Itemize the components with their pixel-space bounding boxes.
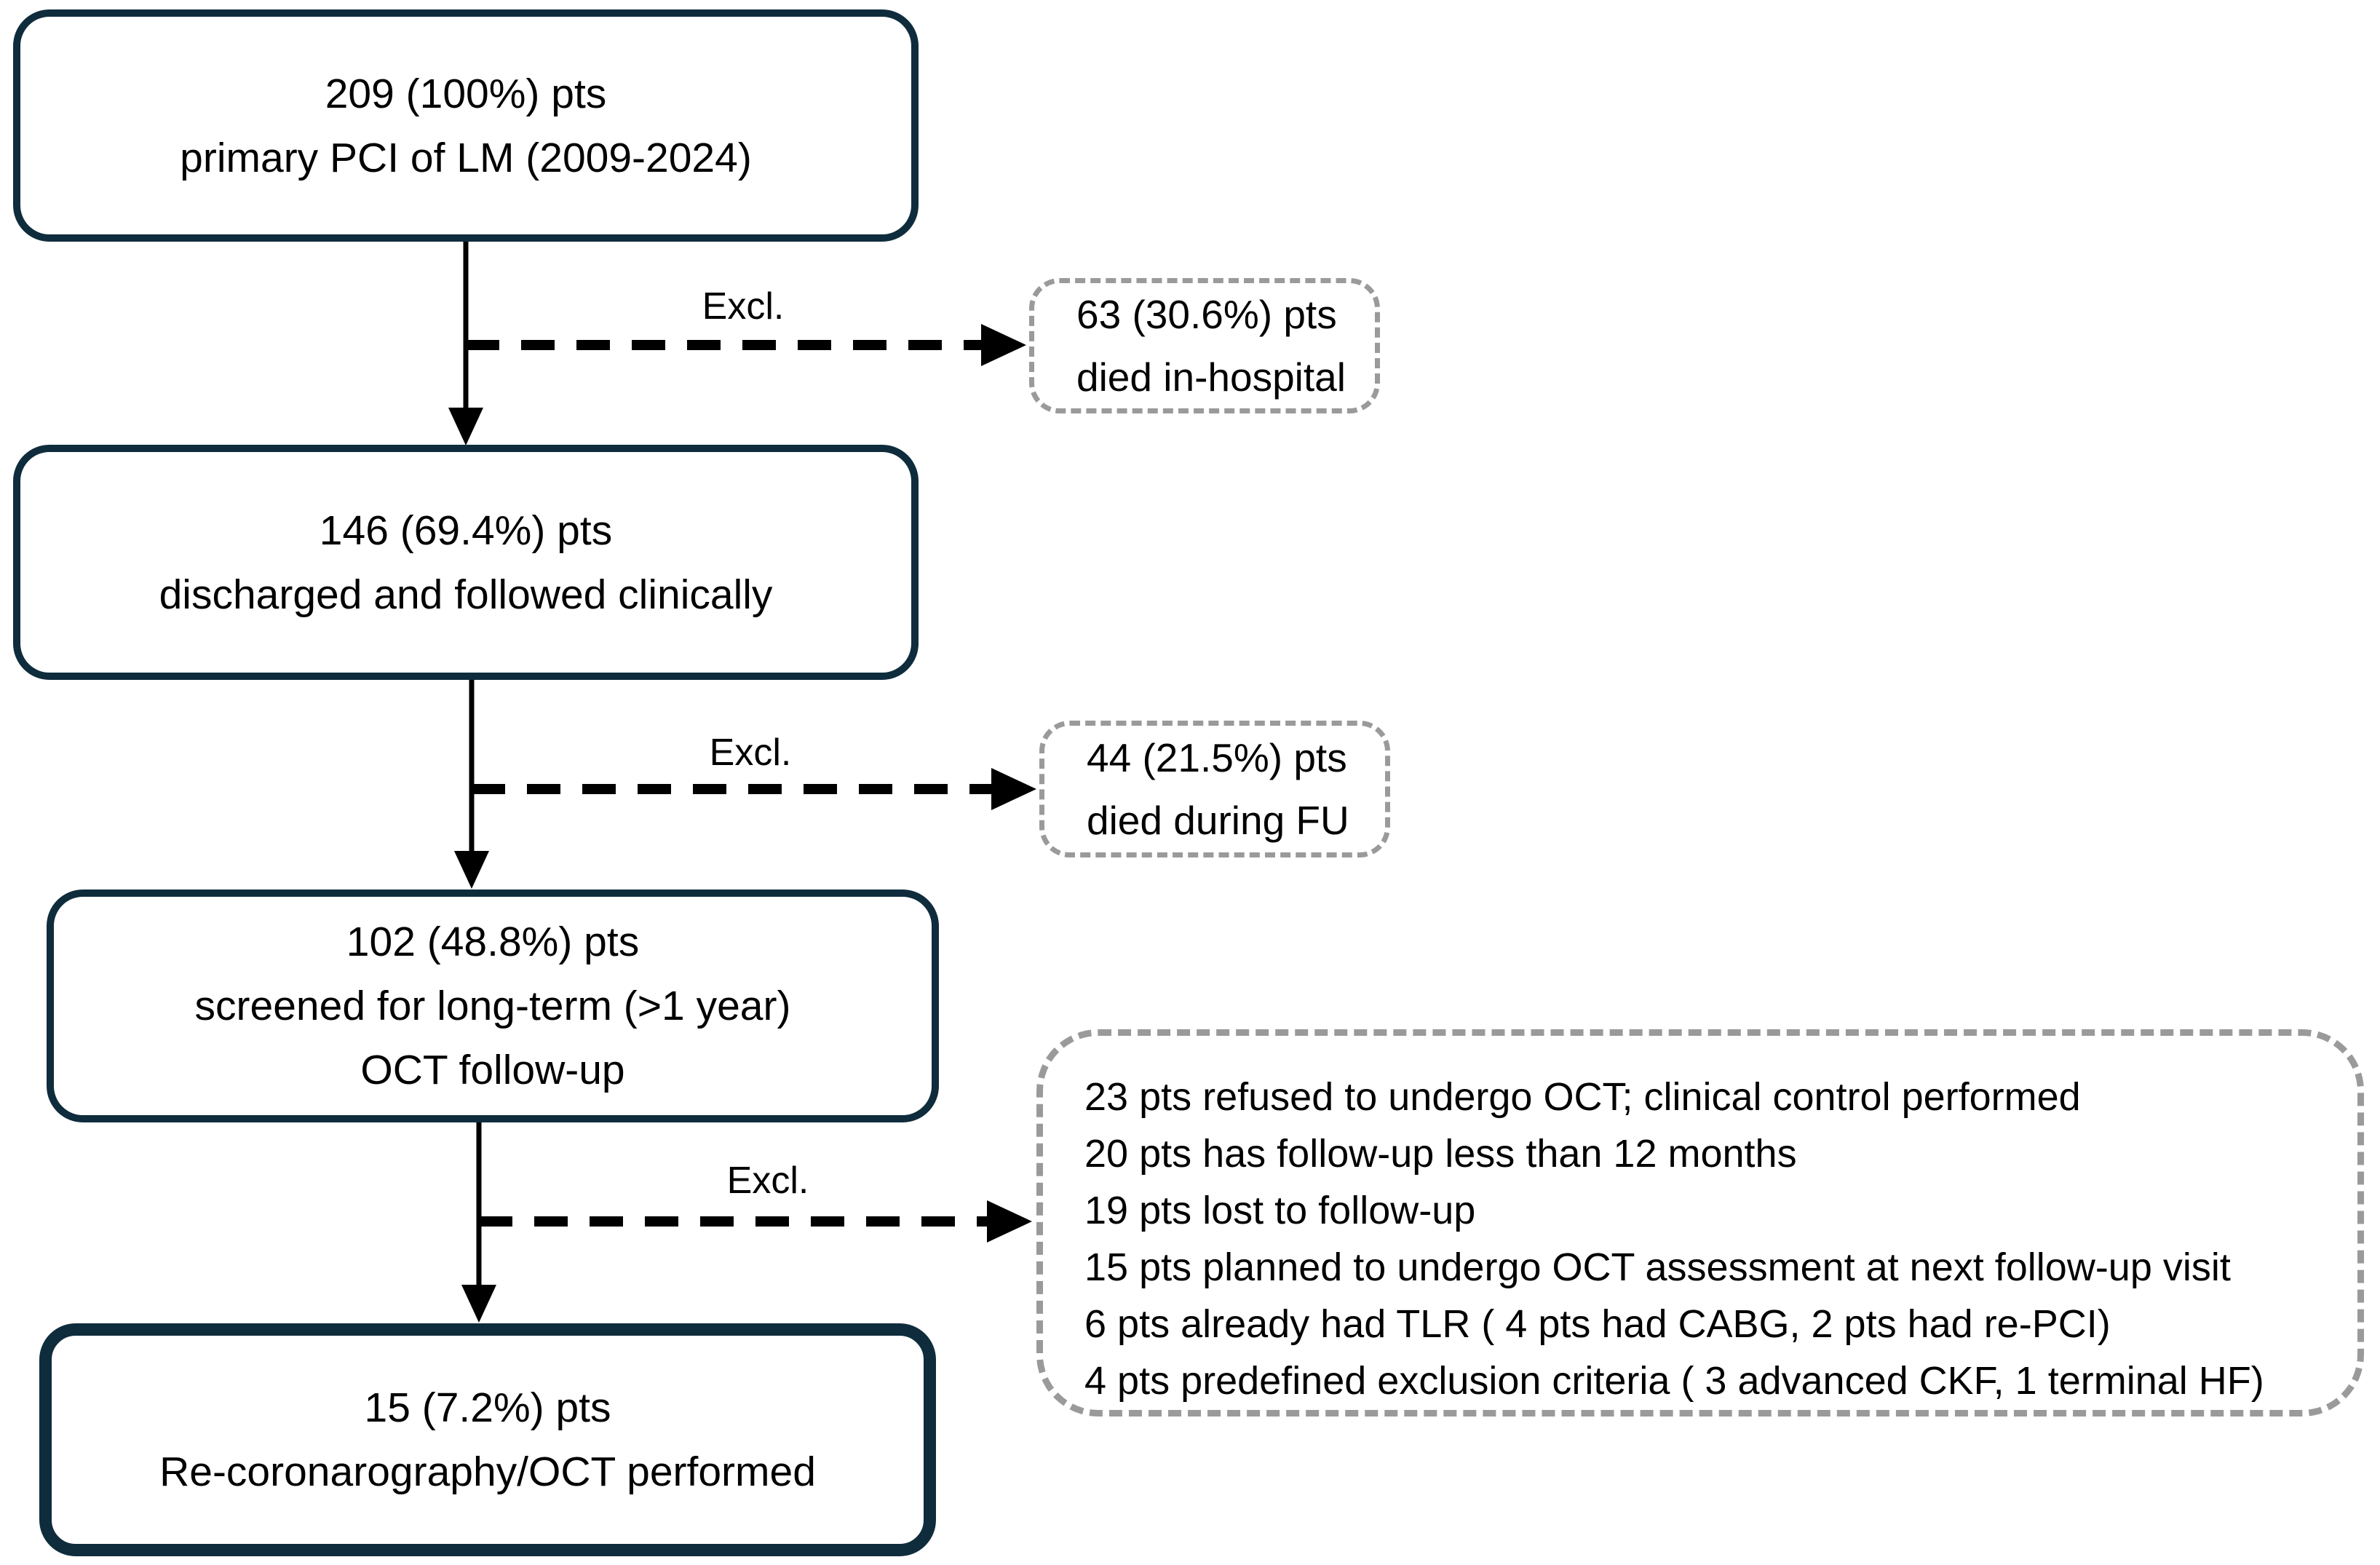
dashed-arrow-2-head: [991, 768, 1036, 810]
exclusion-box-text: died in-hospital: [1076, 354, 1346, 400]
flow-box-text: screened for long-term (>1 year): [194, 983, 791, 1029]
flow-box-total-patients: 209 (100%) pts primary PCI of LM (2009-2…: [13, 9, 919, 242]
exclusion-box-text: 20 pts has follow-up less than 12 months: [1084, 1132, 1797, 1176]
dashed-arrow-exclusion-2: [472, 768, 1036, 810]
exclusion-box-text: 63 (30.6%) pts: [1076, 292, 1337, 337]
flow-box-text: 102 (48.8%) pts: [346, 919, 640, 965]
exclusion-box-died-during-fu: 44 (21.5%) pts died during FU: [1039, 721, 1390, 857]
dashed-arrow-3-head: [987, 1200, 1032, 1243]
exclusion-label-1: Excl.: [702, 285, 785, 328]
exclusion-box-text: 44 (21.5%) pts: [1087, 735, 1347, 780]
flow-box-text: OCT follow-up: [360, 1047, 625, 1093]
exclusion-box-text: 15 pts planned to undergo OCT assessment…: [1084, 1245, 2231, 1289]
arrow-down-1: [448, 241, 483, 445]
exclusion-label-3: Excl.: [726, 1160, 809, 1202]
arrow-down-1-head: [448, 408, 483, 445]
flow-box-discharged: 146 (69.4%) pts discharged and followed …: [13, 445, 919, 680]
arrow-down-3: [461, 1122, 496, 1323]
flow-box-recoronarography-oct: 15 (7.2%) pts Re-coronarography/OCT perf…: [39, 1323, 936, 1556]
arrow-down-3-head: [461, 1285, 496, 1323]
exclusion-box-text: 4 pts predefined exclusion criteria ( 3 …: [1084, 1359, 2264, 1403]
flow-box-text: primary PCI of LM (2009-2024): [180, 134, 752, 181]
dashed-arrow-exclusion-1: [466, 324, 1026, 366]
flow-box-text: Re-coronarography/OCT performed: [159, 1449, 816, 1495]
arrow-down-2-head: [454, 851, 489, 889]
exclusion-box-died-in-hospital: 63 (30.6%) pts died in-hospital: [1029, 278, 1380, 413]
exclusion-box-text: 23 pts refused to undergo OCT; clinical …: [1084, 1075, 2081, 1119]
exclusion-box-text: died during FU: [1087, 798, 1349, 843]
exclusion-label-2: Excl.: [709, 732, 792, 774]
dashed-arrow-1-head: [981, 324, 1026, 366]
flow-box-text: 209 (100%) pts: [325, 70, 607, 117]
arrow-down-2: [454, 679, 489, 889]
dashed-arrow-exclusion-3: [479, 1200, 1032, 1243]
flow-box-text: 15 (7.2%) pts: [364, 1384, 611, 1431]
flow-box-text: discharged and followed clinically: [159, 571, 773, 618]
exclusion-box-text: 6 pts already had TLR ( 4 pts had CABG, …: [1084, 1302, 2111, 1346]
flow-box-text: 146 (69.4%) pts: [319, 507, 613, 554]
exclusion-box-text: 19 pts lost to follow-up: [1084, 1189, 1476, 1232]
exclusion-box-oct-screening-details: 23 pts refused to undergo OCT; clinical …: [1036, 1029, 2364, 1417]
flow-box-screened-oct: 102 (48.8%) pts screened for long-term (…: [47, 890, 939, 1122]
